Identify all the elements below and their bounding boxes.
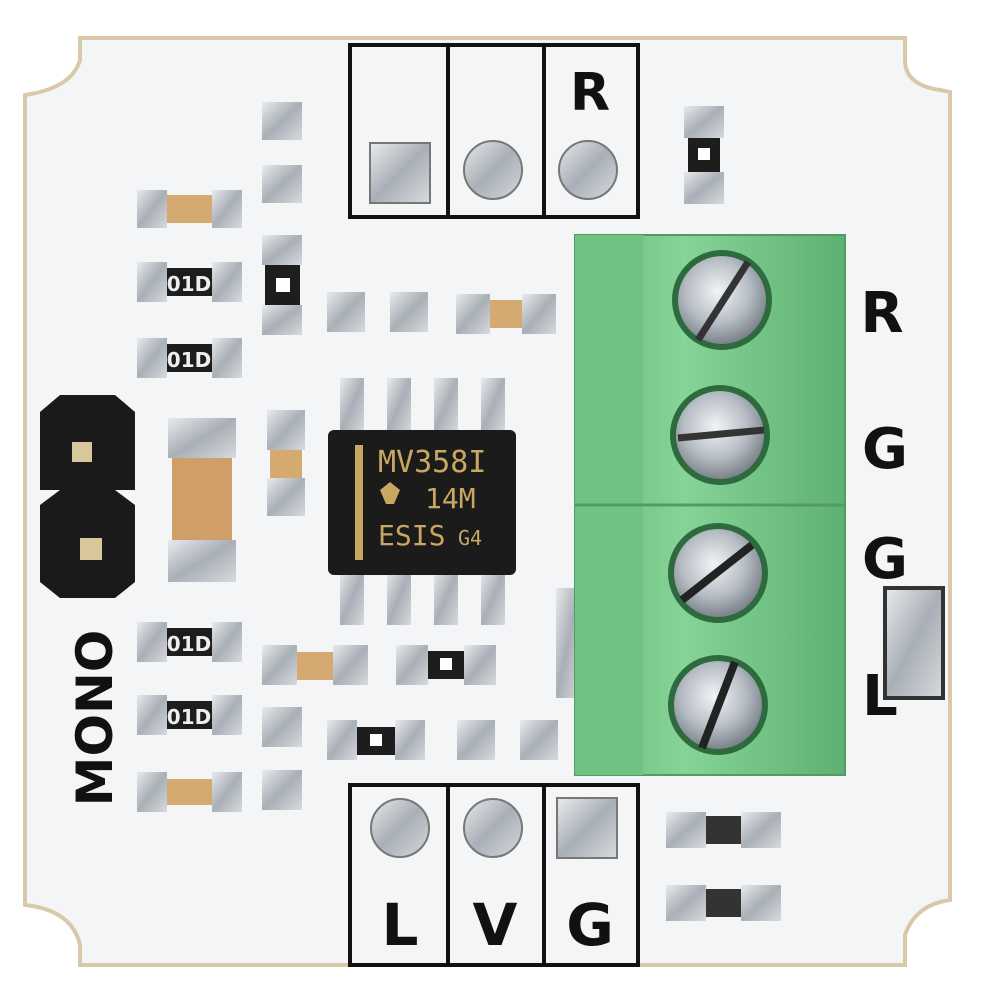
pin-pad-round — [370, 798, 430, 858]
pin-pad-square — [556, 797, 618, 859]
header-pin-icon — [72, 442, 92, 462]
resistor-code: 01D — [167, 705, 211, 729]
side-label-g1: G — [862, 417, 908, 482]
jumper-header — [40, 395, 135, 598]
screw-icon — [672, 250, 772, 350]
screw-icon — [668, 655, 768, 755]
pin-pad-square — [369, 142, 431, 204]
resistor-code: 01D — [167, 632, 211, 656]
screw-icon — [670, 385, 770, 485]
header-pin-icon — [80, 538, 102, 560]
bottom-left-label: L — [382, 891, 419, 959]
bottom-pin-header-outline — [348, 783, 640, 967]
bottom-mid-label: V — [473, 891, 518, 959]
smd-components-left: 01D 01D 01D 01D — [137, 190, 242, 812]
resistor-code: 01D — [167, 348, 211, 372]
ti-logo-icon — [380, 482, 400, 504]
bottom-right-label: G — [566, 891, 614, 959]
mono-label: MONO — [66, 630, 124, 807]
pin-pad-round — [463, 140, 523, 200]
ic-line3: ESIS — [378, 519, 445, 552]
opamp-ic: MV358I 14M ESIS G4 — [328, 378, 516, 625]
bottom-pins — [370, 797, 618, 859]
screw-terminal-block — [574, 234, 846, 776]
pin-pad-round — [558, 140, 618, 200]
top-pin-header-outline — [348, 43, 640, 219]
side-label-r: R — [860, 281, 903, 346]
ic-line1: MV358I — [378, 445, 486, 480]
side-label-g2: G — [862, 527, 908, 592]
ic-line4: G4 — [458, 526, 482, 550]
pin-pad-round — [463, 798, 523, 858]
resistor-code: 01D — [167, 272, 211, 296]
smd-pads-mid — [262, 102, 781, 921]
top-right-label: R — [570, 63, 610, 123]
screw-icon — [668, 523, 768, 623]
edge-pad — [883, 586, 945, 700]
ic-line2: 14M — [425, 482, 476, 515]
top-pins — [369, 140, 618, 204]
